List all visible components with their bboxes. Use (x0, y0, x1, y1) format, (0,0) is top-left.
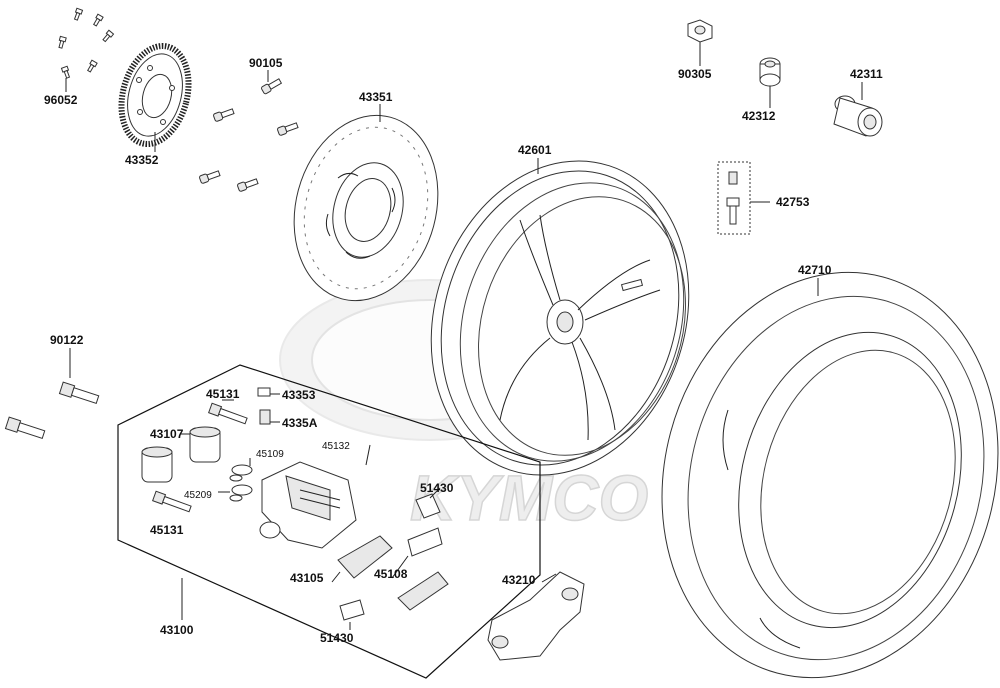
brake-disc (293, 114, 439, 302)
callout-43107: 43107 (150, 427, 184, 441)
callout-42312: 42312 (742, 109, 776, 123)
axle-nut (687, 19, 713, 43)
callout-43210: 43210 (502, 573, 536, 587)
callout-96052: 96052 (44, 93, 78, 107)
caliper-bracket (487, 571, 585, 661)
valve (717, 161, 751, 235)
callout-45209: 45209 (184, 490, 212, 501)
rear-rim (430, 160, 690, 476)
callout-42311: 42311 (850, 67, 883, 81)
piston-seals (229, 464, 253, 502)
callout-45131-top: 45131 (206, 387, 240, 401)
pad-springs (339, 493, 443, 621)
abs-ring-screws (58, 7, 115, 79)
callout-43351: 43351 (359, 90, 393, 104)
callout-42601: 42601 (518, 143, 552, 157)
disc-bolts (199, 78, 299, 192)
callout-43100: 43100 (160, 623, 194, 637)
callout-90305: 90305 (678, 67, 712, 81)
brake-pads (337, 535, 449, 611)
caliper-assembly-frame (117, 364, 541, 679)
callout-42710: 42710 (798, 263, 832, 277)
collar (759, 57, 781, 87)
callout-90105: 90105 (249, 56, 283, 70)
abs-tone-ring (118, 42, 192, 148)
caliper-pistons (141, 426, 221, 483)
axle-bolt (4, 381, 100, 440)
caliper-body (259, 461, 357, 549)
rear-tire (661, 271, 999, 679)
leader-lines (65, 42, 863, 630)
callout-45108: 45108 (374, 567, 408, 581)
callout-51430-bottom: 51430 (320, 631, 354, 645)
callout-45131-bottom: 45131 (150, 523, 184, 537)
callout-45109: 45109 (256, 449, 284, 460)
callout-4335A: 4335A (282, 416, 318, 430)
callout-51430-top: 51430 (420, 481, 454, 495)
callout-43353: 43353 (282, 388, 316, 402)
callout-43105: 43105 (290, 571, 324, 585)
callout-42753: 42753 (776, 195, 810, 209)
spacer (833, 95, 883, 137)
bleeder (257, 387, 371, 466)
callout-90122: 90122 (50, 333, 84, 347)
callout-45132: 45132 (322, 441, 350, 452)
callout-43352: 43352 (125, 153, 159, 167)
slide-pins (152, 402, 248, 513)
callout-labels: 96052 43352 90105 43351 42601 90305 4231… (44, 56, 883, 645)
